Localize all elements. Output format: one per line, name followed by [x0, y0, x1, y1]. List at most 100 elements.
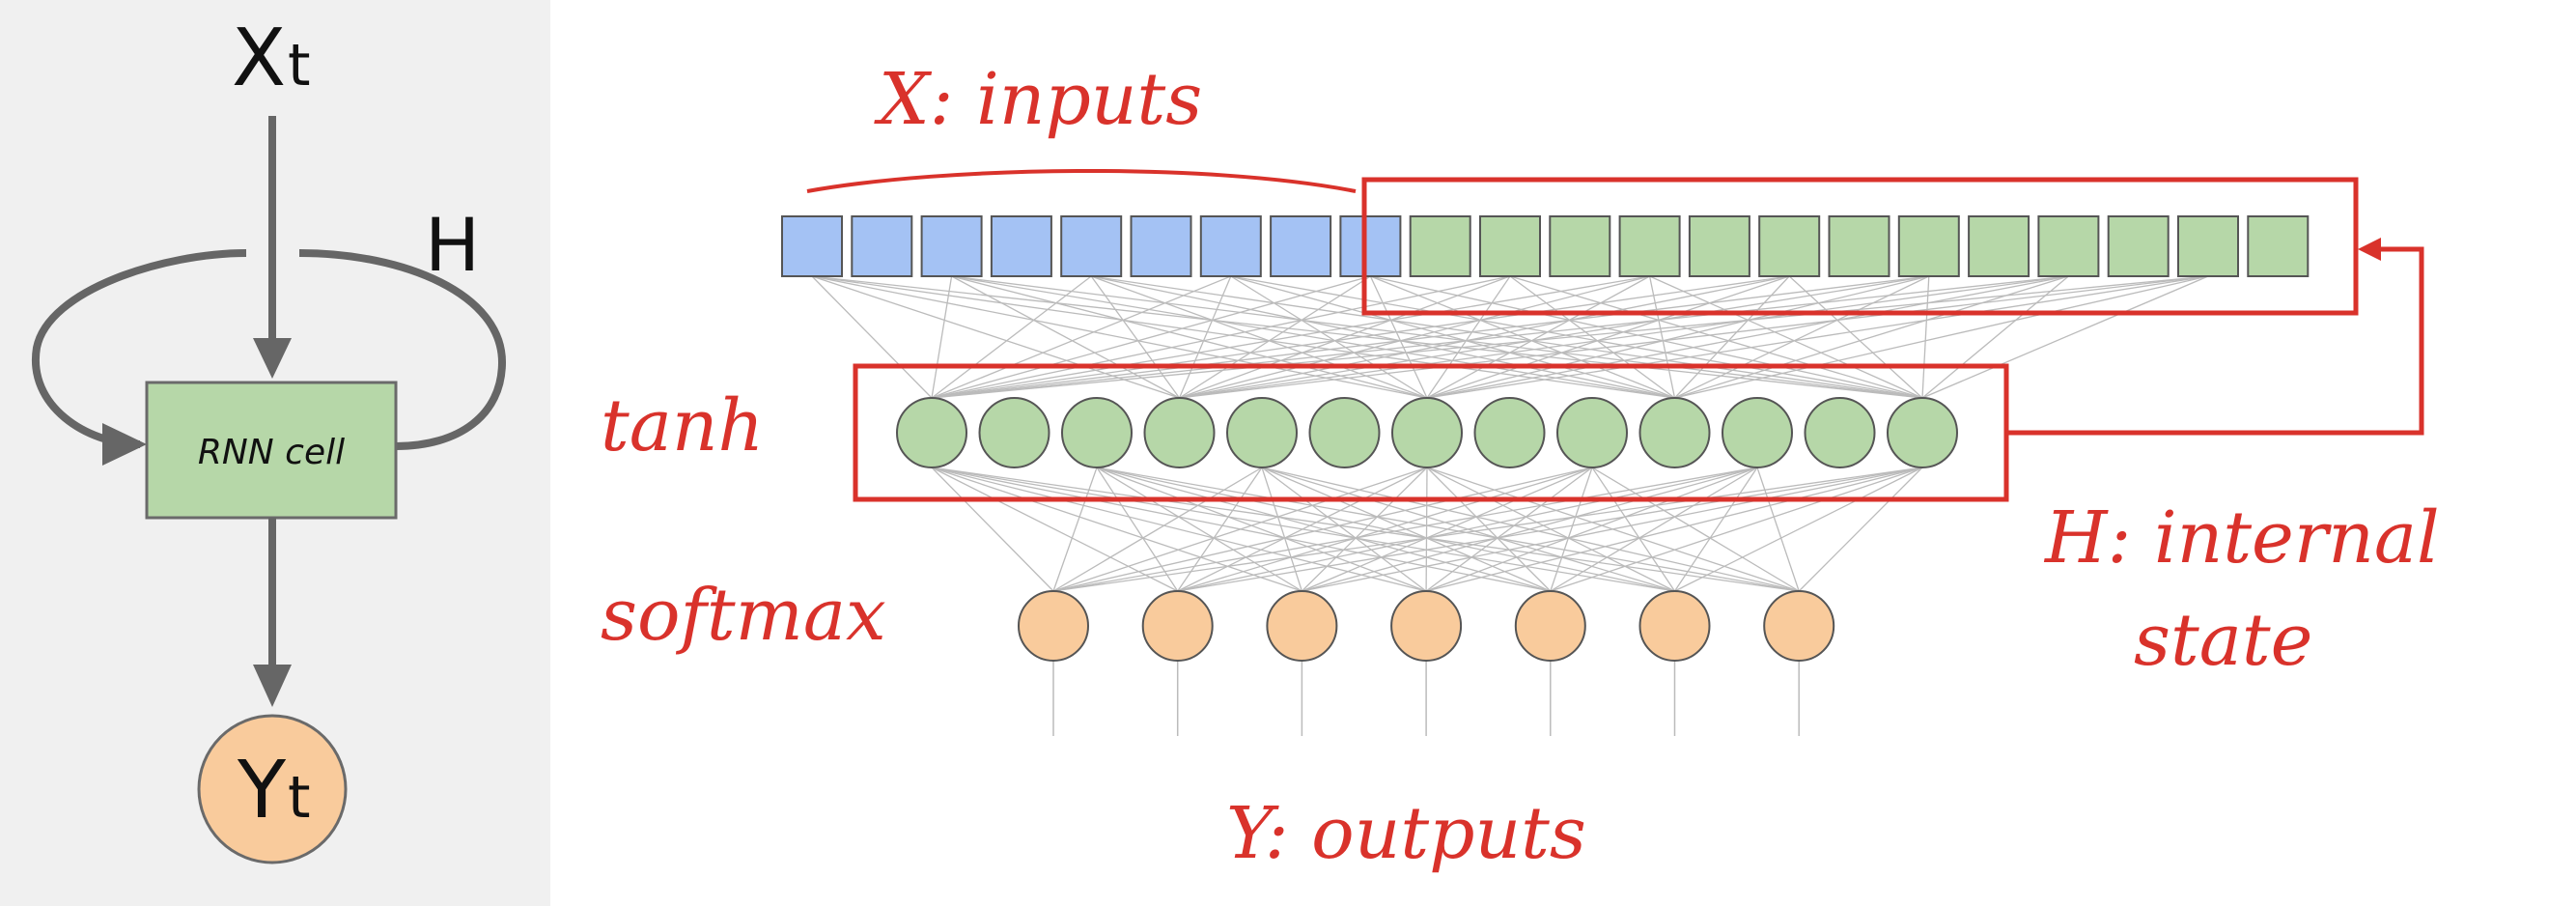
connection-line: [1425, 467, 1593, 592]
output-symbol: Y: [237, 745, 287, 836]
connection-line: [811, 275, 933, 399]
connection-line: [931, 275, 953, 399]
state-cell: [1549, 215, 1611, 277]
state-cell: [1758, 215, 1821, 277]
connection-line: [1177, 467, 1593, 592]
connection-line: [1230, 275, 1428, 399]
state-cell: [2037, 215, 2100, 277]
output-unit: [1763, 590, 1835, 662]
softmax-label: softmax: [601, 574, 886, 657]
connection-line: [1550, 467, 1923, 592]
recurrent-loop-arrow-head: [102, 423, 147, 466]
connection-line: [1425, 467, 1428, 592]
connection-line: [1230, 275, 1923, 399]
hidden-output-connections: [931, 467, 1923, 592]
connection-line: [1921, 275, 2209, 399]
connection-line: [1096, 467, 1179, 592]
connection-line: [1674, 275, 2069, 399]
input-hidden-connections: [811, 275, 2209, 399]
connection-line: [1425, 467, 1923, 592]
hidden-unit: [1391, 397, 1463, 468]
hidden-unit: [978, 397, 1050, 468]
connection-line: [1096, 467, 1302, 592]
connection-line: [1091, 275, 1923, 399]
connection-line: [951, 275, 1180, 399]
connection-line: [1090, 275, 1181, 399]
connection-line: [1179, 275, 1371, 399]
connection-line: [1921, 275, 1930, 399]
connection-line: [1301, 467, 1428, 592]
connection-line: [1052, 467, 1593, 592]
connection-line: [1177, 467, 1263, 592]
state-cell: [2107, 215, 2170, 277]
input-cell: [920, 215, 983, 277]
state-cell: [1897, 215, 1960, 277]
state-cell: [2247, 215, 2310, 277]
connection-line: [1369, 275, 1428, 399]
connection-line: [931, 467, 1054, 592]
connection-line: [1550, 467, 1593, 592]
connection-line: [951, 275, 1923, 399]
connection-line: [931, 275, 1929, 399]
connection-line: [931, 275, 1232, 399]
input-cell: [1339, 215, 1402, 277]
connection-line: [1649, 275, 1923, 399]
state-cell: [2177, 215, 2239, 277]
connection-line: [1178, 275, 1232, 399]
connection-line: [1302, 467, 1923, 592]
connection-line: [1426, 275, 1790, 399]
outputs-label: Y: outputs: [1226, 792, 1586, 875]
connection-line: [1550, 467, 1758, 592]
connection-line: [1052, 467, 1758, 592]
unrolled-network: X: inputs tanh softmax H: internal state…: [601, 58, 2440, 875]
state-cell: [1479, 215, 1541, 277]
state-feedback-line: [2006, 246, 2424, 436]
connection-line: [931, 275, 1371, 399]
output-node: [197, 714, 348, 864]
hidden-unit: [1887, 397, 1958, 468]
input-cell: [1199, 215, 1262, 277]
connection-line: [931, 275, 1092, 399]
connection-line: [931, 275, 1650, 399]
hidden-unit: [1226, 397, 1298, 468]
connection-line: [931, 275, 2209, 399]
connection-line: [931, 467, 1302, 592]
connection-line: [1673, 467, 1758, 592]
connection-line: [1674, 275, 1790, 399]
hidden-unit: [1308, 397, 1381, 468]
connection-line: [931, 275, 1790, 399]
connection-line: [1426, 275, 1511, 399]
state-cell: [1618, 215, 1681, 277]
state-cell: [1828, 215, 1890, 277]
connection-line: [1052, 467, 1923, 592]
connection-line: [1090, 275, 1428, 399]
connection-line: [931, 275, 1511, 399]
connection-line: [931, 275, 2069, 399]
connection-line: [1921, 275, 2069, 399]
output-unit: [1514, 590, 1586, 662]
connection-line: [931, 467, 1178, 592]
output-unit: [1638, 590, 1711, 662]
output-symbol-subscript: t: [288, 764, 311, 832]
connection-line: [1509, 275, 1923, 399]
connection-line: [1426, 275, 2209, 399]
connection-line: [1591, 467, 1800, 592]
input-cell: [781, 215, 843, 277]
recurrent-loop-left: [31, 249, 247, 448]
internal-state-label-line1: H: internal: [2043, 496, 2440, 580]
state-cell: [1409, 215, 1471, 277]
connection-line: [1096, 467, 1427, 592]
output-unit: [1018, 590, 1089, 662]
connection-line: [1426, 275, 2069, 399]
connection-line: [1674, 275, 1930, 399]
connection-line: [1370, 275, 1923, 399]
connection-line: [1091, 275, 1675, 399]
hidden-layer: [896, 397, 1958, 468]
rnn-cell-box: [145, 381, 398, 520]
connection-line: [1426, 275, 1650, 399]
rnn-cell-label: RNN cell: [198, 433, 345, 472]
hidden-unit: [1804, 397, 1876, 468]
connection-line: [1052, 467, 1098, 592]
connection-line: [1756, 467, 1800, 592]
connection-line: [811, 275, 1923, 399]
